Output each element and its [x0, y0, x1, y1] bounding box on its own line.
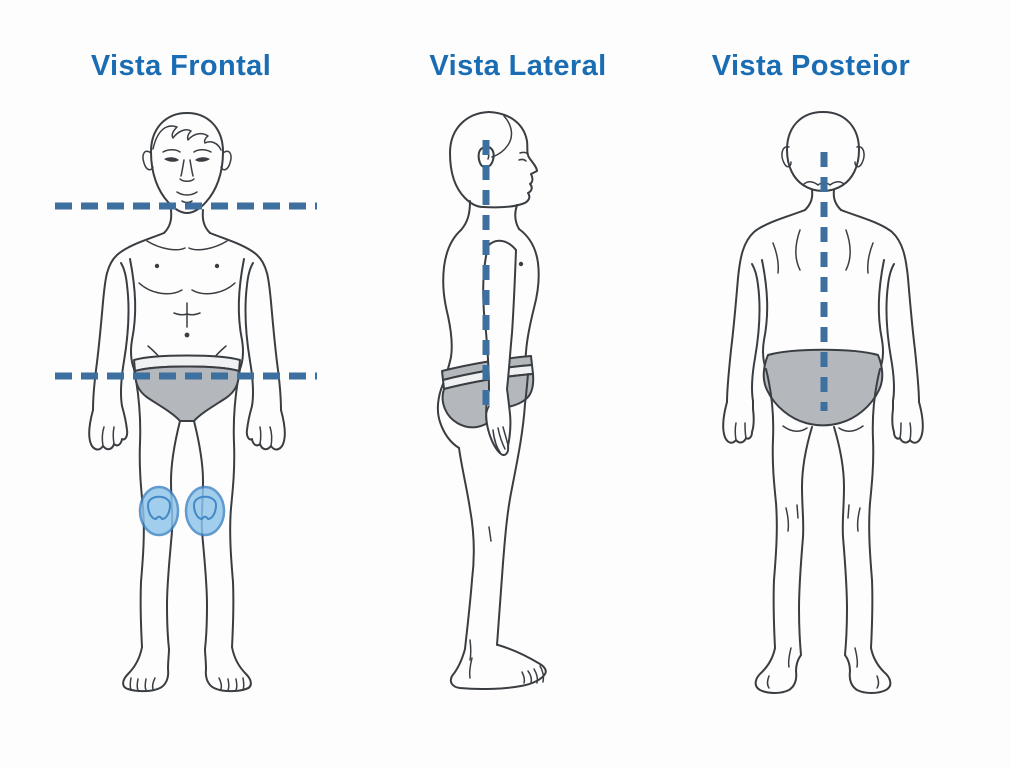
lateral-face-detail — [518, 151, 529, 162]
frontal-navel — [184, 332, 190, 338]
posterior-left-ear — [781, 146, 792, 168]
posterior-right-ear — [854, 146, 865, 168]
frontal-mouth — [176, 191, 198, 204]
frontal-view-title: Vista Frontal — [90, 50, 272, 82]
frontal-body-outline — [88, 112, 286, 693]
frontal-eyebrows — [162, 149, 212, 153]
frontal-nose — [179, 159, 195, 182]
frontal-left-ear — [142, 150, 154, 171]
posterior-view-title: Vista Posteior — [711, 50, 911, 82]
posterior-legs — [754, 368, 892, 694]
frontal-briefs — [134, 365, 240, 422]
knee-highlight-right — [184, 485, 226, 537]
lateral-hairline — [491, 115, 513, 158]
lateral-legs — [449, 373, 547, 691]
posterior-gluteal-folds — [782, 425, 864, 432]
figure-lateral — [436, 111, 547, 691]
frontal-hairline — [152, 125, 222, 151]
knee-highlight-left — [138, 485, 180, 537]
lateral-view-title: Vista Lateral — [429, 50, 607, 82]
frontal-eyes — [164, 157, 210, 162]
figure-posterior — [722, 111, 924, 694]
posterior-body-outline — [722, 111, 924, 444]
figure-frontal — [55, 112, 317, 693]
posterior-shoulder-blades — [795, 229, 851, 271]
frontal-right-ear — [220, 150, 232, 171]
